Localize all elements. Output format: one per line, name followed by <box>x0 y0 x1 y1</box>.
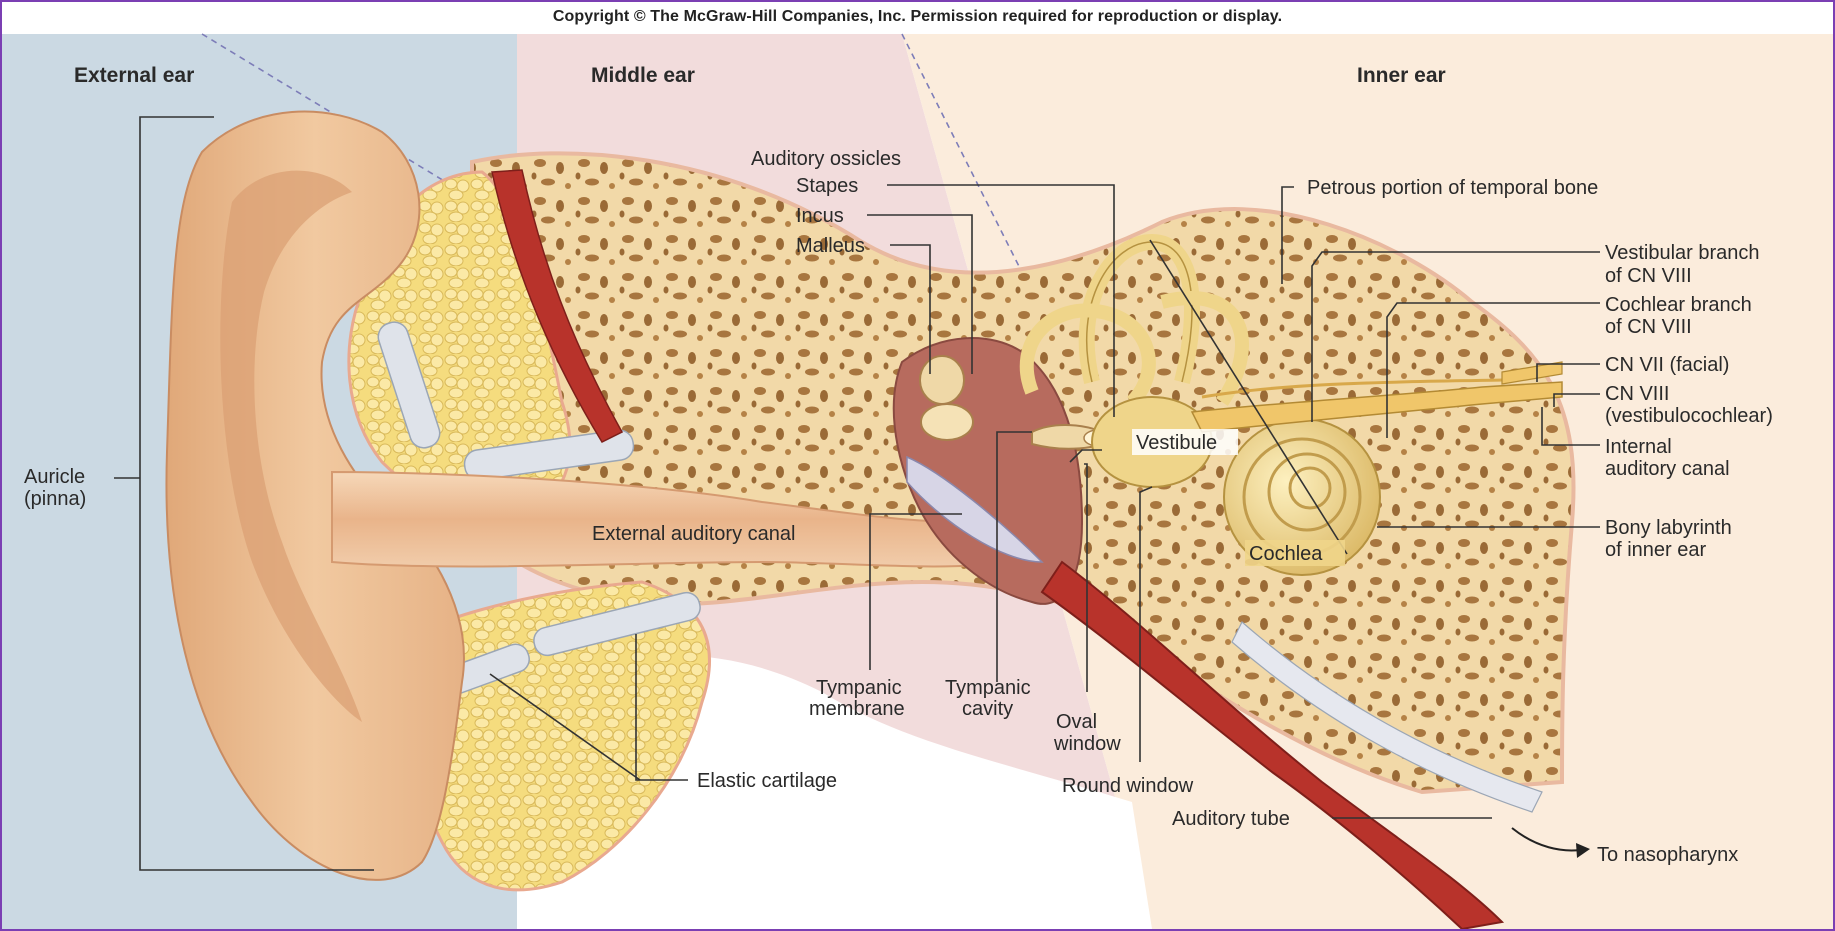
label-cn8: CN VIII <box>1605 383 1669 405</box>
label-tympanic-membrane: Tympanic <box>816 677 902 699</box>
label-auditory-tube: Auditory tube <box>1172 808 1290 830</box>
label-round-window: Round window <box>1062 775 1194 797</box>
label-vestibular-branch-2: of CN VIII <box>1605 265 1692 287</box>
label-auditory-ossicles: Auditory ossicles <box>751 148 901 170</box>
label-bony-labyrinth: Bony labyrinth <box>1605 517 1732 539</box>
label-internal-canal-2: auditory canal <box>1605 458 1730 480</box>
label-tympanic-membrane-2: membrane <box>809 698 905 720</box>
label-cn7: CN VII (facial) <box>1605 354 1729 376</box>
label-vestibular-branch: Vestibular branch <box>1605 242 1760 264</box>
label-auricle: Auricle <box>24 466 85 488</box>
header-inner-ear: Inner ear <box>1357 64 1446 87</box>
label-internal-canal: Internal <box>1605 436 1672 458</box>
label-cochlear-branch-2: of CN VIII <box>1605 316 1692 338</box>
label-auricle-pinna: (pinna) <box>24 488 86 510</box>
label-tympanic-cavity: Tympanic <box>945 677 1031 699</box>
label-oval-window-2: window <box>1053 733 1121 755</box>
incus <box>921 404 973 440</box>
label-cochlea: Cochlea <box>1249 543 1323 565</box>
label-tympanic-cavity-2: cavity <box>962 698 1013 720</box>
label-petrous: Petrous portion of temporal bone <box>1307 177 1598 199</box>
label-stapes: Stapes <box>796 175 858 197</box>
label-to-nasopharynx: To nasopharynx <box>1597 844 1738 866</box>
label-cn8-2: (vestibulocochlear) <box>1605 405 1773 427</box>
label-elastic-cartilage: Elastic cartilage <box>697 770 837 792</box>
label-cochlear-branch: Cochlear branch <box>1605 294 1752 316</box>
malleus <box>920 356 964 404</box>
label-vestibule: Vestibule <box>1136 432 1217 454</box>
header-middle-ear: Middle ear <box>591 64 695 87</box>
label-external-auditory-canal: External auditory canal <box>592 523 795 545</box>
label-malleus: Malleus <box>796 235 865 257</box>
header-external-ear: External ear <box>74 64 194 87</box>
label-incus: Incus <box>796 205 844 227</box>
label-oval-window: Oval <box>1056 711 1097 733</box>
label-bony-labyrinth-2: of inner ear <box>1605 539 1707 561</box>
